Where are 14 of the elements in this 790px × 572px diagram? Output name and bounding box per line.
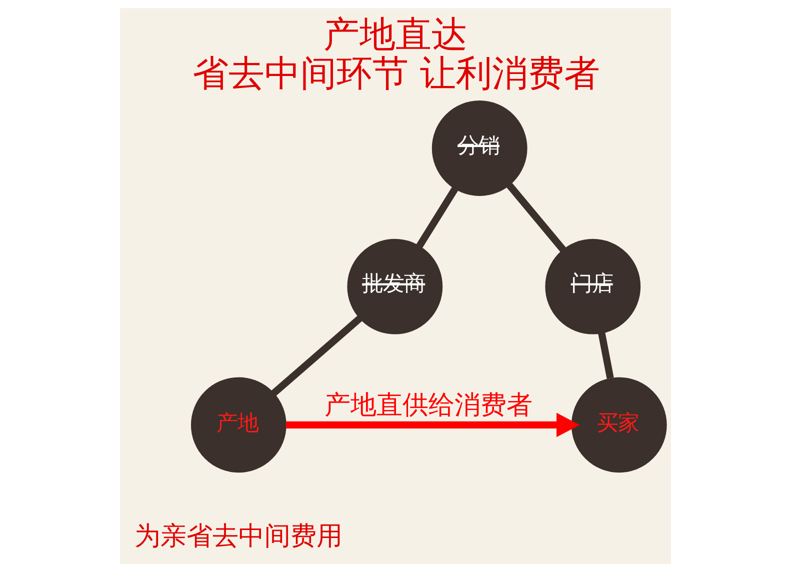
node-circle: 分销 <box>431 100 527 196</box>
connector <box>598 332 614 379</box>
connector <box>506 182 566 252</box>
label: 为亲省去中间费用 <box>134 521 342 552</box>
diagram-title: 产地直达 <box>322 14 467 56</box>
edge-label: 产地直供给消费者 <box>324 390 532 421</box>
node-circle: 批发商 <box>346 238 442 334</box>
node-circle: 门店 <box>544 238 640 334</box>
node-circle: 产地 <box>190 377 286 473</box>
connector <box>270 316 362 396</box>
caption: 省去中间环节 让利消费者 <box>192 54 600 95</box>
node-circle: 买家 <box>570 377 666 473</box>
arrow <box>286 412 580 438</box>
connector <box>416 186 458 248</box>
